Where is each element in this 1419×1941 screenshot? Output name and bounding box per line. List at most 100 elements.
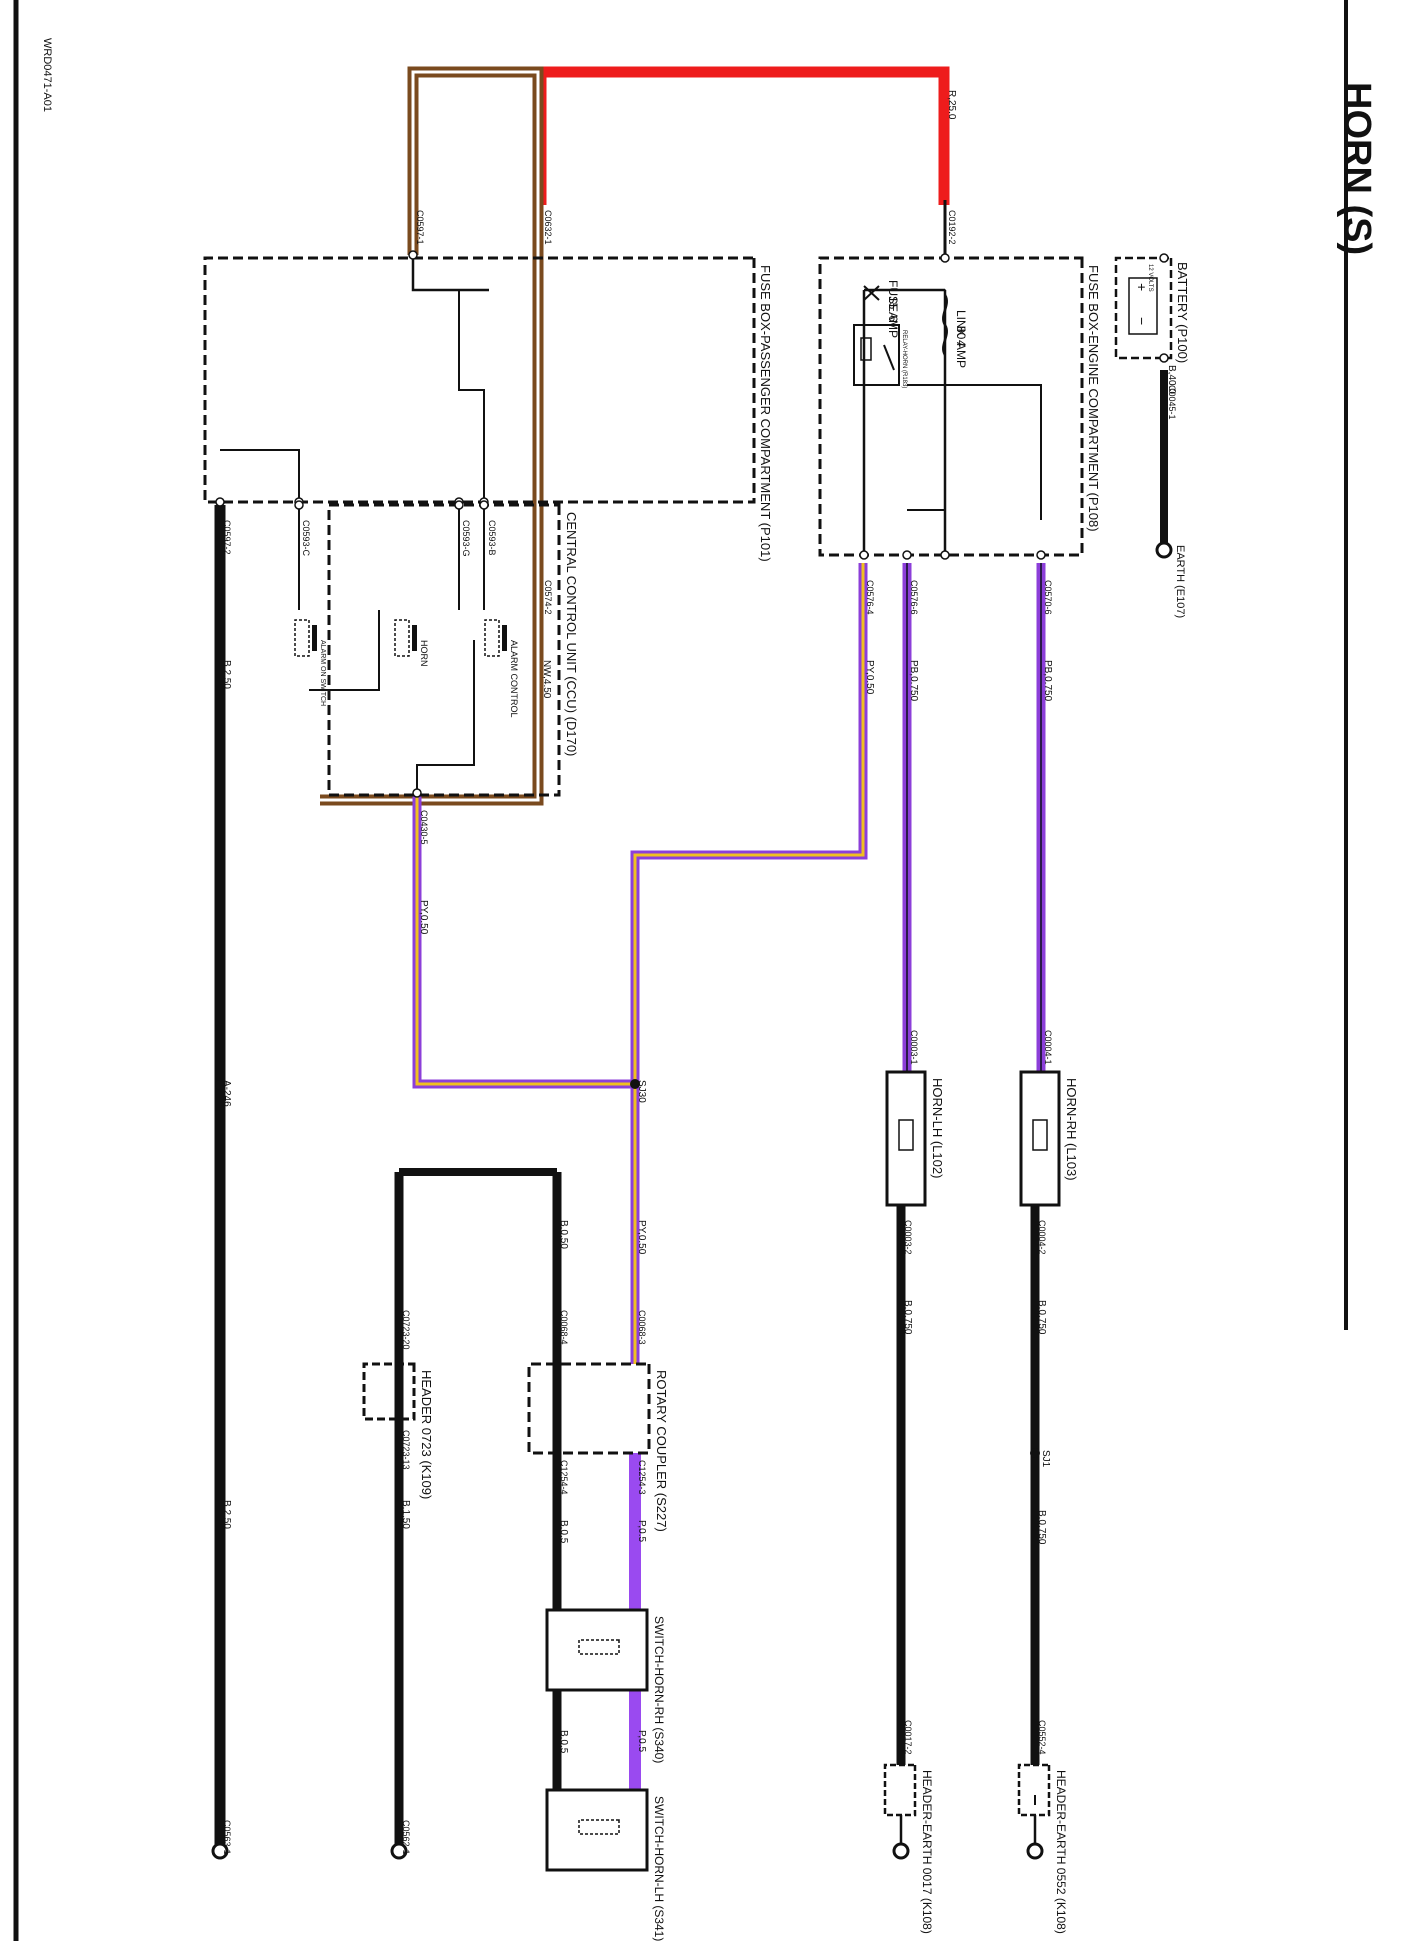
svg-text:SWITCH-HORN-LH (S341): SWITCH-HORN-LH (S341): [652, 1796, 666, 1941]
svg-text:C0576-6: C0576-6: [909, 580, 919, 615]
earth-e107-label: EARTH (E107): [1174, 545, 1186, 618]
svg-text:C0017-2: C0017-2: [903, 1720, 913, 1755]
svg-text:CENTRAL CONTROL UNIT (CCU) (D1: CENTRAL CONTROL UNIT (CCU) (D170): [564, 512, 579, 756]
svg-text:C0597-2: C0597-2: [222, 520, 232, 555]
svg-text:C0003-2: C0003-2: [903, 1220, 913, 1255]
wire-labels: R,25.0 B,40.0 NW,4.50 PY,0.50 PY,0.50 PY…: [221, 90, 1177, 1754]
terminal-c0562: [390, 1842, 408, 1860]
svg-text:C0723-20: C0723-20: [401, 1310, 411, 1350]
svg-text:−: −: [1134, 317, 1150, 325]
svg-text:PY,0.50: PY,0.50: [864, 660, 875, 695]
svg-text:C0004-1: C0004-1: [1043, 1030, 1053, 1065]
svg-text:B,2.50: B,2.50: [221, 660, 232, 689]
drawing-code: WRD0471-A01: [41, 38, 53, 112]
svg-text:FUSE 6: FUSE 6: [886, 280, 900, 322]
svg-text:C0576-4: C0576-4: [865, 580, 875, 615]
svg-text:R,25.0: R,25.0: [946, 90, 957, 120]
svg-text:NW,4.50: NW,4.50: [541, 660, 552, 699]
svg-text:C0192-2: C0192-2: [947, 210, 957, 245]
svg-text:C0593-C: C0593-C: [301, 520, 311, 557]
wire-py-ccu-to-sj30: [412, 793, 635, 1089]
svg-text:BATTERY (P100): BATTERY (P100): [1175, 262, 1190, 363]
svg-text:FUSE BOX-PASSENGER COMPARTMENT: FUSE BOX-PASSENGER COMPARTMENT (P101): [758, 265, 773, 562]
svg-text:C0574-2: C0574-2: [543, 580, 553, 615]
svg-text:PY,0.50: PY,0.50: [636, 1220, 647, 1255]
header-earth-0552: HEADER-EARTH 0552 (K108): [1017, 1763, 1068, 1934]
switch-horn-rh: SWITCH-HORN-RH (S340): [545, 1608, 666, 1763]
svg-text:HEADER 0723 (K109): HEADER 0723 (K109): [419, 1370, 434, 1499]
svg-text:ROTARY COUPLER (S227): ROTARY COUPLER (S227): [654, 1370, 669, 1532]
splice-a246: [215, 1080, 225, 1090]
svg-text:LINK 4: LINK 4: [954, 310, 968, 347]
svg-text:SWITCH-HORN-RH (S340): SWITCH-HORN-RH (S340): [652, 1616, 666, 1763]
rotary-coupler: ROTARY COUPLER (S227): [527, 1362, 669, 1532]
horn-rh: HORN-RH (L103): [1019, 1070, 1079, 1207]
svg-text:ALARM ON SWITCH: ALARM ON SWITCH: [319, 640, 326, 706]
svg-text:FUSE BOX-ENGINE COMPARTMENT (P: FUSE BOX-ENGINE COMPARTMENT (P108): [1086, 265, 1101, 532]
connector-labels: C0192-2 C0045-1 C0632-1 C0597-1 C0574-2 …: [222, 210, 1177, 1855]
svg-text:HORN: HORN: [419, 640, 429, 667]
svg-text:C0045-1: C0045-1: [1167, 385, 1177, 420]
svg-text:B,0.750: B,0.750: [902, 1300, 913, 1335]
svg-text:C0723-13: C0723-13: [401, 1430, 411, 1470]
earth-e107: [1155, 541, 1173, 559]
fuse-box-engine: FUSE BOX-ENGINE COMPARTMENT (P108) FUSE …: [818, 200, 1101, 560]
wire-py-fusebox-to-sj30: [630, 563, 868, 1084]
switch-horn-lh: SWITCH-HORN-LH (S341): [545, 1788, 666, 1941]
svg-text:HEADER-EARTH 0017 (K108): HEADER-EARTH 0017 (K108): [920, 1770, 934, 1934]
svg-text:C0004-2: C0004-2: [1037, 1220, 1047, 1255]
svg-text:C0593-B: C0593-B: [487, 520, 497, 556]
svg-text:ALARM CONTROL: ALARM CONTROL: [509, 640, 519, 718]
svg-text:A-246: A-246: [221, 1080, 232, 1107]
svg-text:C0632-1: C0632-1: [543, 210, 553, 245]
wire-brown: [320, 66, 544, 806]
svg-text:C0597-1: C0597-1: [415, 210, 425, 245]
svg-text:HEADER-EARTH 0552 (K108): HEADER-EARTH 0552 (K108): [1054, 1770, 1068, 1934]
svg-text:15 AMP: 15 AMP: [886, 296, 900, 338]
svg-text:HORN-RH (L103): HORN-RH (L103): [1064, 1078, 1079, 1181]
svg-text:C0570-6: C0570-6: [1043, 580, 1053, 615]
svg-text:RELAY-HORN (R183): RELAY-HORN (R183): [901, 330, 907, 388]
svg-text:C0562-1: C0562-1: [401, 1820, 411, 1855]
svg-text:C1254-4: C1254-4: [559, 1460, 569, 1495]
svg-text:P,0.5: P,0.5: [636, 1730, 647, 1752]
svg-text:80 AMP: 80 AMP: [954, 326, 968, 368]
svg-text:C0563-1: C0563-1: [222, 1820, 232, 1855]
svg-text:C0003-1: C0003-1: [909, 1030, 919, 1065]
central-control-unit: CENTRAL CONTROL UNIT (CCU) (D170) ALARM …: [294, 500, 579, 798]
svg-text:PY,0.50: PY,0.50: [418, 900, 429, 935]
header-earth-0017: HEADER-EARTH 0017 (K108): [883, 1763, 934, 1934]
svg-text:+: +: [1134, 283, 1150, 291]
horn-lh: HORN-LH (L102): [885, 1070, 945, 1207]
svg-text:B,1.50: B,1.50: [400, 1500, 411, 1529]
svg-text:PB,0.750: PB,0.750: [1042, 660, 1053, 702]
svg-text:PB,0.750: PB,0.750: [908, 660, 919, 702]
fuse-box-passenger: FUSE BOX-PASSENGER COMPARTMENT (P101): [203, 250, 773, 562]
svg-text:C0552-4: C0552-4: [1037, 1720, 1047, 1755]
wire-red-battery: [535, 66, 950, 205]
splice-sj1: [1030, 1448, 1040, 1458]
svg-text:C0593-G: C0593-G: [461, 520, 471, 557]
splice-sj30: [630, 1079, 640, 1089]
svg-text:SJ1: SJ1: [1040, 1450, 1051, 1468]
svg-text:B,0.5: B,0.5: [558, 1730, 569, 1754]
svg-text:P,0.5: P,0.5: [636, 1520, 647, 1542]
svg-text:HORN-LH (L102): HORN-LH (L102): [930, 1078, 945, 1178]
svg-text:C0430-5: C0430-5: [419, 810, 429, 845]
header-0723: HEADER 0723 (K109): [362, 1362, 434, 1499]
svg-text:B,0.50: B,0.50: [558, 1220, 569, 1249]
svg-text:B,0.750: B,0.750: [1036, 1510, 1047, 1545]
svg-text:B,2.50: B,2.50: [221, 1500, 232, 1529]
svg-text:12 VOLTS: 12 VOLTS: [1147, 264, 1153, 292]
svg-text:C1254-3: C1254-3: [637, 1460, 647, 1495]
svg-text:B,40.0: B,40.0: [1166, 365, 1177, 394]
battery: + − 12 VOLTS BATTERY (P100): [1114, 253, 1190, 363]
svg-text:SJ30: SJ30: [636, 1080, 647, 1103]
svg-text:C0068-4: C0068-4: [559, 1310, 569, 1345]
svg-text:B,0.750: B,0.750: [1036, 1300, 1047, 1335]
page-title: HORN (S): [1336, 82, 1378, 255]
svg-text:C0068-3: C0068-3: [637, 1310, 647, 1345]
